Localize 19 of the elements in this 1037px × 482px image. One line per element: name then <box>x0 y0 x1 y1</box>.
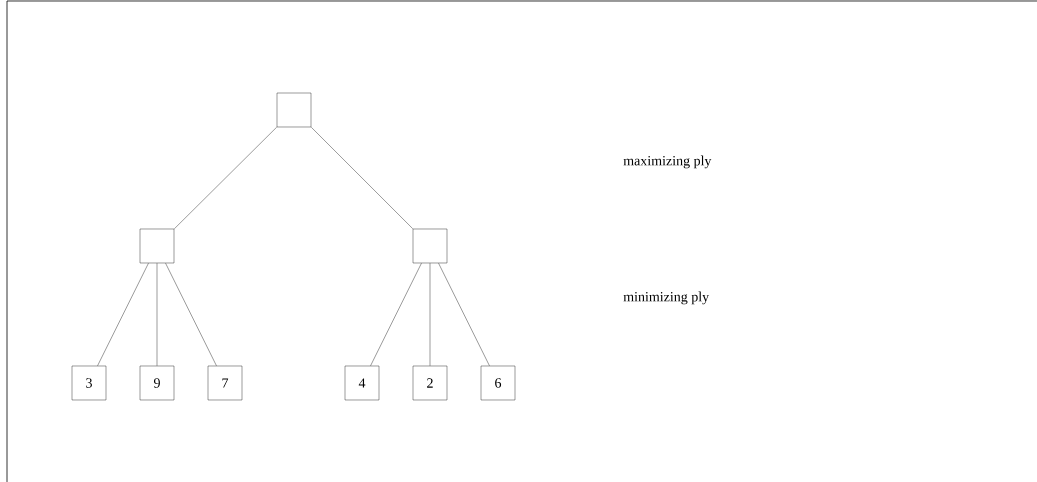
leaf-box: 9 <box>139 365 175 401</box>
tree-edge <box>174 126 277 230</box>
tree-edge <box>311 127 414 229</box>
tree-edge <box>165 263 217 366</box>
leaf-box: 2 <box>412 365 448 401</box>
ply-label: maximizing ply <box>623 155 712 169</box>
tree-edge <box>438 263 490 366</box>
leaf-box: 4 <box>344 365 380 401</box>
tree-edge <box>370 263 422 366</box>
ply-label: minimizing ply <box>623 291 710 305</box>
tree-node-box <box>276 92 312 128</box>
tree-edge <box>156 263 158 366</box>
leaf-box: 6 <box>480 365 516 401</box>
tree-node-box <box>139 228 175 264</box>
leaf-box: 3 <box>71 365 107 401</box>
tree-edge <box>97 263 149 366</box>
leaf-box: 7 <box>207 365 243 401</box>
tree-edge <box>429 263 431 366</box>
tree-node-box <box>412 228 448 264</box>
